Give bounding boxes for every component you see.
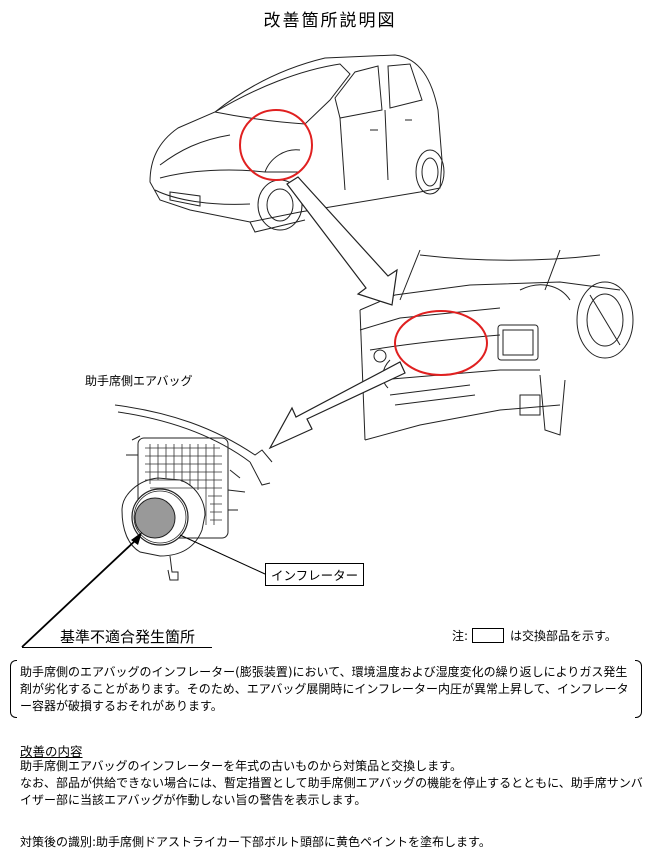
airbag-module-illustration — [114, 404, 273, 581]
defect-leader-line — [21, 537, 139, 648]
highlight-ring-car — [239, 109, 313, 181]
replacement-note: 注: は交換部品を示す。 — [452, 627, 617, 644]
callout-arrow-dash-to-airbag — [268, 361, 406, 450]
identification-text: 対策後の識別:助手席側ドアストライカー下部ボルト頭部に黄色ペイントを塗布します。 — [20, 835, 491, 849]
improvement-body: 助手席側エアバッグのインフレーターを年式の古いものから対策品と交換します。 なお… — [20, 758, 650, 809]
callout-arrow-car-to-dash — [286, 176, 398, 306]
improvement-heading: 改善の内容 — [20, 744, 83, 759]
defect-underline — [22, 647, 212, 648]
improvement-line: なお、部品が供給できない場合には、暫定措置として助手席側エアバッグの機能を停止す… — [20, 776, 643, 807]
car-illustration — [149, 54, 445, 233]
bracket-right — [635, 660, 642, 718]
note-suffix: は交換部品を示す。 — [510, 629, 617, 643]
dashboard-illustration — [359, 249, 634, 441]
improvement-line: 助手席側エアバッグのインフレーターを年式の古いものから対策品と交換します。 — [20, 759, 462, 773]
defect-leader-arrowhead — [131, 532, 142, 545]
note-prefix: 注: — [452, 629, 469, 643]
bracket-left — [10, 660, 17, 718]
airbag-heat-fins — [145, 444, 222, 525]
inflator-label: インフレーター — [265, 563, 365, 586]
inflator-leader-line — [179, 534, 266, 575]
airbag-label: 助手席側エアバッグ — [85, 374, 193, 388]
defect-description: 助手席側のエアバッグのインフレーター(膨張装置)において、環境温度および湿度変化… — [10, 660, 642, 718]
inflator-disc — [134, 497, 176, 539]
legend-box — [472, 628, 505, 643]
highlight-ring-dashboard — [394, 310, 488, 376]
page-title: 改善箇所説明図 — [263, 11, 397, 31]
description-text: 助手席側のエアバッグのインフレーター(膨張装置)において、環境温度および湿度変化… — [20, 665, 629, 713]
defect-location-label: 基準不適合発生箇所 — [60, 628, 196, 646]
